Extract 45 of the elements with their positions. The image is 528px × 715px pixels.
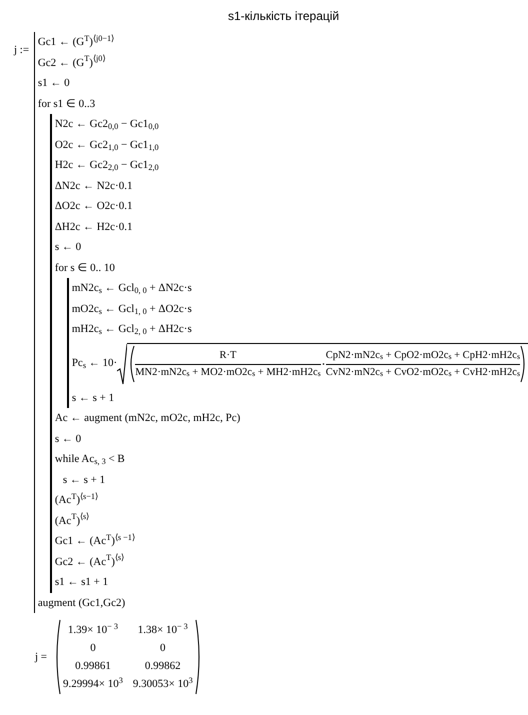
program-line: Gc2 ← (Ac$^{T}$)$^{⟨s⟩}$ (54, 556, 124, 568)
program-line: s ← s + 1 (62, 474, 106, 486)
program-line: while Ac$_{s, 3}$ < B (54, 453, 125, 465)
matrix-entry: 0 (90, 642, 96, 654)
program-line: (Ac$^{T}$)$^{⟨s−1⟩}$ (54, 494, 98, 506)
program-line: ΔH2c ← H2c·0.1 (54, 220, 132, 232)
program-line: for s1 ∈ 0..3 (38, 98, 96, 110)
diagram-title: s1-кількість ітерацій (228, 9, 340, 23)
program-line: s1 ← s1 + 1 (54, 576, 108, 588)
matrix-entry: 1.39× 10$^{− 3}$ (68, 624, 118, 636)
matrix-entry: 9.30053× 10$^{3}$ (132, 678, 193, 690)
program-line: s ← 0 (54, 432, 82, 444)
program-line: for s ∈ 0.. 10 (54, 262, 115, 274)
matrix-entry: 0.99862 (144, 660, 181, 672)
program-line: mO2c$_{s}$ ← Gcl$_{1, 0}$ + ΔO2c·s (72, 302, 192, 314)
program-block (34, 32, 528, 613)
program-line: ΔN2c ← N2c·0.1 (54, 180, 132, 192)
program-line: O2c ← Gc2$_{1,0}$ − Gc1$_{1,0}$ (54, 138, 159, 150)
program-line: s ← 0 (54, 241, 82, 253)
program-line: augment (Gc1,Gc2) (38, 596, 126, 608)
program-line: Gc2 ← (G$^{T}$)$^{⟨j0⟩}$ (38, 56, 106, 68)
program-line: Gc1 ← (Ac$^{T}$)$^{⟨s −1⟩}$ (54, 535, 135, 547)
program-block (50, 114, 528, 592)
program-line: s1 ← 0 (38, 77, 70, 89)
program-block (66, 278, 528, 408)
formula-text: Pc$_{s}$ ← 10· (72, 356, 118, 372)
fraction-numerator: R·T (220, 348, 236, 362)
program-line: ΔO2c ← O2c·0.1 (54, 200, 132, 212)
program-line: mH2c$_{s}$ ← Gcl$_{2, 0}$ + ΔH2c·s (72, 323, 192, 335)
definition-label: j := (14, 43, 30, 58)
program-line: N2c ← Gc2$_{0,0}$ − Gc1$_{0,0}$ (54, 118, 159, 130)
fraction-denominator: CvN2·mN2c$_{s}$ + CvO2·mO2c$_{s}$ + CvH2·mH2c$_{s}$ (326, 366, 520, 380)
program-line: mN2c$_{s}$ ← Gcl$_{0, 0}$ + ΔN2c·s (72, 282, 192, 294)
fraction-numerator: CpN2·mN2c$_{s}$ + CpO2·mO2c$_{s}$ + CpH2·mH2c$_{s}$ (326, 348, 520, 364)
matrix-entry: 0.99861 (75, 660, 111, 672)
program-line: H2c ← Gc2$_{2,0}$ − Gc1$_{2,0}$ (54, 159, 159, 171)
program-line: Ac ← augment (mN2c, mO2c, mH2c, Pc) (54, 412, 240, 424)
program-line: s ← s + 1 (72, 392, 114, 404)
matrix-entry: 1.38× 10$^{− 3}$ (138, 624, 188, 636)
result-label: j = (35, 650, 48, 665)
program-line: Gc1 ← (G$^{T}$)$^{⟨j0−1⟩}$ (38, 36, 114, 48)
matrix-entry: 0 (160, 642, 166, 654)
matrix-entry: 9.29994× 10$^{3}$ (63, 678, 123, 690)
fraction-denominator: MN2·mN2c$_{s}$ + MO2·mO2c$_{s}$ + MH2·mH2c$_{s}$ (135, 366, 321, 380)
program-line: (Ac$^{T}$)$^{⟨s⟩}$ (54, 514, 90, 526)
